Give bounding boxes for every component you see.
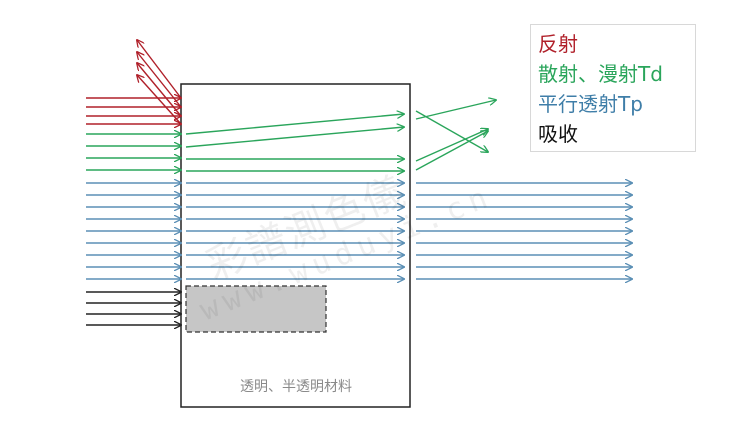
internal-scatter-ray bbox=[185, 127, 404, 148]
absorber-region bbox=[185, 285, 327, 333]
legend-absorb: 吸收 bbox=[538, 122, 578, 146]
incident-scatter-rays bbox=[86, 134, 181, 170]
reflected-ray bbox=[137, 63, 182, 117]
exit-scatter-ray bbox=[415, 131, 488, 171]
exit-parallel-rays bbox=[416, 183, 632, 279]
reflected-ray bbox=[137, 52, 182, 108]
legend-scatter: 散射、漫射Td bbox=[538, 62, 663, 86]
legend-reflect: 反射 bbox=[538, 32, 578, 56]
material-label: 透明、半透明材料 bbox=[240, 379, 352, 395]
incident-reflected-rays bbox=[86, 98, 181, 124]
reflected-ray bbox=[137, 40, 182, 99]
exit-scatter-ray bbox=[415, 100, 496, 120]
absorbed-rays bbox=[86, 292, 181, 325]
legend-parallel: 平行透射Tp bbox=[538, 92, 643, 116]
incident-parallel-rays bbox=[86, 183, 181, 279]
exit-scatter-rays bbox=[415, 100, 496, 171]
material-block bbox=[180, 83, 411, 408]
internal-scatter-ray bbox=[185, 114, 404, 135]
reflected-ray bbox=[137, 75, 182, 125]
reflected-rays bbox=[137, 40, 182, 125]
legend: 反射 散射、漫射Td 平行透射Tp 吸收 bbox=[530, 24, 696, 152]
internal-parallel-rays bbox=[186, 183, 404, 279]
exit-scatter-ray bbox=[415, 129, 488, 162]
exit-scatter-ray bbox=[415, 110, 488, 152]
internal-scatter-rays bbox=[185, 114, 404, 171]
